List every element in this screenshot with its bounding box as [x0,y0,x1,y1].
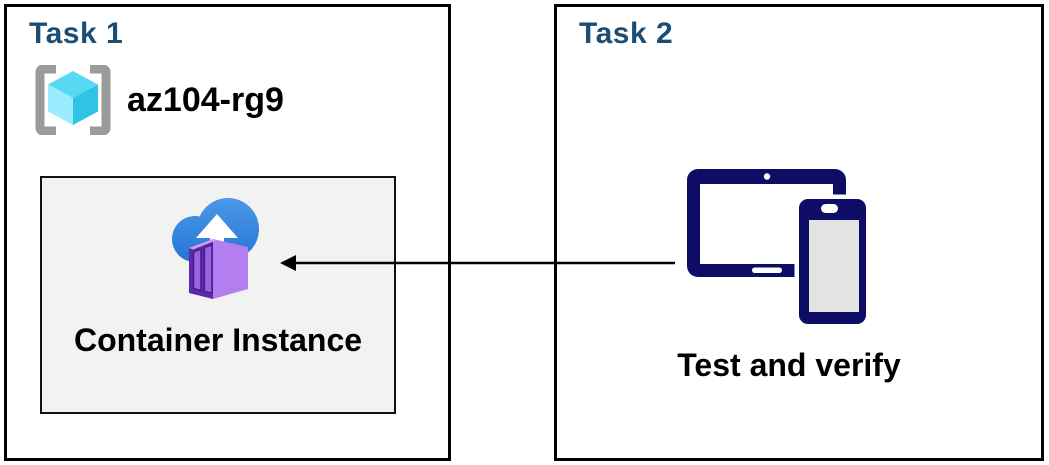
test-and-verify-label: Test and verify [677,347,901,383]
container-instance-box: Container Instance [40,176,396,414]
task1-box: Task 1 az104-rg9 [4,4,451,461]
resource-group-name: az104-rg9 [127,80,284,119]
task2-title: Task 2 [579,17,674,50]
arrow-right-to-left [280,255,675,271]
devices-icon [687,169,871,329]
resource-group-icon [35,65,111,135]
task2-box: Task 2 Test and verify [554,4,1044,461]
resource-group-row: az104-rg9 [35,62,284,138]
container-instance-label: Container Instance [73,322,363,358]
arrowhead-left [280,255,296,271]
container-instance-icon [172,198,259,299]
phone-icon [794,194,871,329]
task1-title: Task 1 [29,17,124,50]
container-cube [189,239,248,299]
